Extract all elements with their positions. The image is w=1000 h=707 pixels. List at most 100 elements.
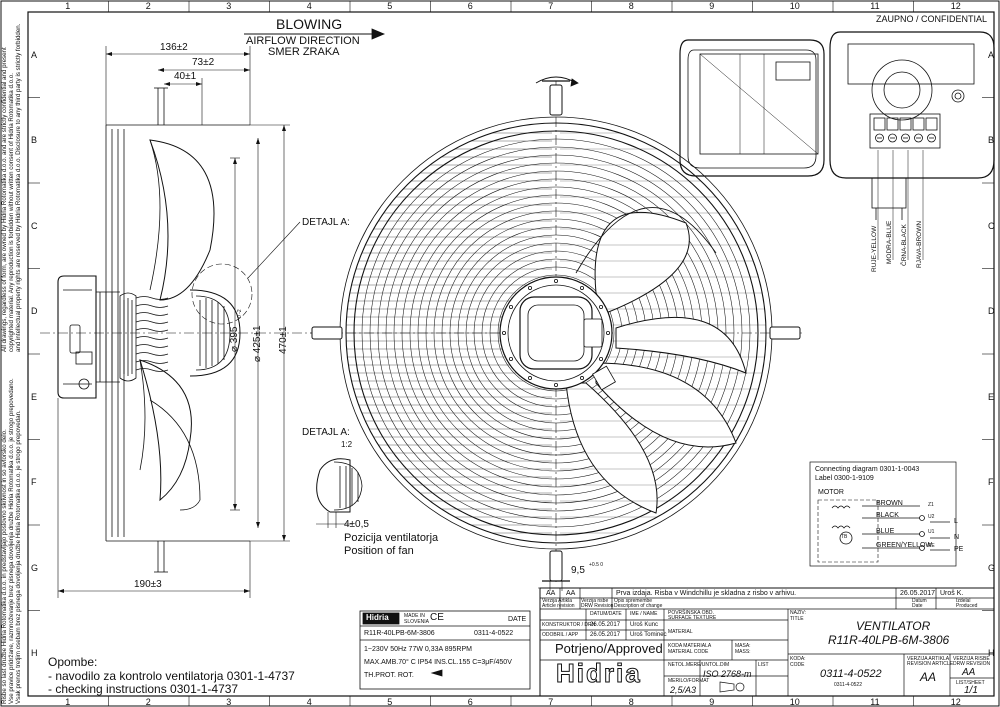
notes-title: Opombe: xyxy=(48,655,98,669)
grid-row-label: H xyxy=(988,648,995,659)
rev-col-2: Verzija risbe xyxy=(581,598,609,604)
notes-line2: - checking instructions 0301-1-4737 xyxy=(48,682,239,696)
grid-col-label: 2 xyxy=(145,1,151,11)
fan-front-view xyxy=(310,76,802,591)
grid-col-label: 12 xyxy=(950,1,961,11)
dim-9-5: 9,5 xyxy=(571,565,585,576)
dim-9-5-tol: +0.5 0 xyxy=(589,562,604,568)
grid-row-label: D xyxy=(988,306,995,317)
dim-40: 40±1 xyxy=(174,71,197,82)
wire-leads xyxy=(877,150,924,260)
plate-made-in: MADE IN xyxy=(404,613,425,619)
tb-mass-lbl: MASS: xyxy=(735,649,751,655)
dim-395: ⌀ 395 xyxy=(229,326,240,352)
tb-article-rev-en: REVISION ARTICLE xyxy=(907,661,954,667)
grid-col-label: 6 xyxy=(467,1,473,11)
tb-ime-lbl: IME / NAME xyxy=(630,611,658,617)
rev-text: Prva izdaja. Risba v Windchillu je sklad… xyxy=(616,590,797,597)
conn-out-n: N xyxy=(954,534,960,541)
tb-masa-lbl: MASA: xyxy=(735,643,751,649)
tb-drw-rev: AA xyxy=(962,667,976,678)
grid-col-label: 5 xyxy=(387,1,393,11)
wire-label-yellow: RUJE-YELLOW xyxy=(871,225,878,272)
tb-material-lbl: MATERIAL xyxy=(668,629,693,635)
conn-label: Label 0300-1-9109 xyxy=(815,475,874,482)
fan-side-view xyxy=(40,46,330,598)
grid-col-label: 9 xyxy=(709,697,715,707)
plate-spec1: 1~230V 50Hz 77W 0,33A 895RPM xyxy=(364,646,472,653)
grid-col-label: 8 xyxy=(628,1,634,11)
grid-row-label: B xyxy=(988,135,995,146)
grid-row-label: G xyxy=(31,562,39,573)
tb-tol-lbl: NETOL.MERE/UNTOL.DIM xyxy=(668,662,730,668)
rev-h1: AA xyxy=(546,590,556,597)
tb-odobril-date: 26.05.2017 xyxy=(590,632,621,638)
tb-name: VENTILATOR xyxy=(856,619,931,633)
tb-part: R11R-40LPB-6M-3806 xyxy=(828,633,950,647)
grid-row-label: B xyxy=(31,135,38,146)
grid-row-label: H xyxy=(31,648,38,659)
tb-drw-rev-en: DRW REVISION xyxy=(953,661,991,667)
tb-koda-lbl: KODA: xyxy=(790,656,806,662)
tb-iso: ISO 2768-m xyxy=(703,669,752,679)
tb-konstr-date: 26.05.2017 xyxy=(590,622,621,628)
tb-konstr-lbl: KONSTRUKTOR / DRN xyxy=(542,622,596,628)
dim-73: 73±2 xyxy=(192,57,215,68)
tb-odobril-lbl: ODOBRIL / APP xyxy=(542,632,579,638)
hidria-logo: Hidria xyxy=(556,658,642,688)
rev-izd-lbl: Izdelal xyxy=(956,598,971,604)
detail-a-view xyxy=(316,458,363,528)
conn-title: Connecting diagram 0301-1-0043 xyxy=(815,466,920,473)
grid-row-label: E xyxy=(31,391,38,402)
approved-label: Potrjeno/Approved xyxy=(555,641,663,656)
tb-article-rev: AA xyxy=(920,670,937,684)
terminal-box-right xyxy=(829,31,995,220)
grid-ticks xyxy=(28,1,994,706)
grid-col-label: 1 xyxy=(65,1,71,11)
wire-label-brown: RJAVA-BROWN xyxy=(916,220,923,268)
plate-spec2: MAX.AMB.70° C IP54 INS.CL.155 C=3μF/450V xyxy=(364,659,512,666)
grid-col-label: 3 xyxy=(226,697,232,707)
detail-a-label: DETAJL A: xyxy=(302,217,350,228)
tb-list-lbl: LIST xyxy=(758,662,769,668)
tb-surface-en: SURFACE TEXTURE xyxy=(668,615,717,621)
grid-col-label: 1 xyxy=(65,697,71,707)
tb-matcode-lbl: MATERIAL CODE xyxy=(668,649,709,655)
conn-wire-brown: BROWN xyxy=(876,500,903,507)
rev-h2: AA xyxy=(566,590,576,597)
fan-position-sl: Pozicija ventilatorja xyxy=(344,532,439,544)
rev-date-lbl: Datum xyxy=(912,598,927,604)
conn-term-u2: U2 xyxy=(928,514,935,520)
rev-author: Uroš K. xyxy=(940,590,964,597)
grid-col-label: 7 xyxy=(548,1,554,11)
tb-datum-lbl: DATUM/DATE xyxy=(590,611,622,617)
plate-model: R11R-40LPB-6M-3806 xyxy=(364,630,435,637)
conn-out-l: L xyxy=(954,518,958,525)
airflow-title: BLOWING xyxy=(276,16,343,32)
dim-136: 136±2 xyxy=(160,42,188,53)
grid-col-label: 6 xyxy=(467,697,473,707)
conn-wire-green: GREEN/YELLOW xyxy=(876,542,933,549)
tb-konstr-name: Uroš Kunc xyxy=(630,622,659,628)
dim-4: 4±0,5 xyxy=(344,519,369,530)
conn-term-u1: U1 xyxy=(928,529,935,535)
grid-col-label: 2 xyxy=(145,697,151,707)
grid-col-label: 11 xyxy=(870,697,880,707)
conn-tb: TB xyxy=(841,534,848,540)
confidential-mark: ZAUPNO / CONFIDENTIAL xyxy=(876,14,988,24)
conn-motor: MOTOR xyxy=(818,489,844,496)
grid-col-label: 10 xyxy=(789,1,800,11)
dim-395-tol: 0 -2 xyxy=(237,309,243,318)
fan-position-en: Position of fan xyxy=(344,545,414,557)
detail-a-title: DETAJL A: xyxy=(302,427,350,438)
tb-surface-lbl: POVRŠINSKA OBD. xyxy=(668,610,714,616)
terminal-box-left xyxy=(679,39,825,177)
label-plate-frame xyxy=(359,610,531,690)
grid-row-label: A xyxy=(31,49,38,60)
rev-date: 26.05.2017 xyxy=(900,590,936,597)
rev-col-3: DRW Revision xyxy=(581,603,614,609)
airflow-smer: SMER ZRAKA xyxy=(268,46,340,58)
side-notice-3: and intellectual property rights are res… xyxy=(15,23,22,352)
tb-code-lbl: CODE xyxy=(790,662,805,668)
